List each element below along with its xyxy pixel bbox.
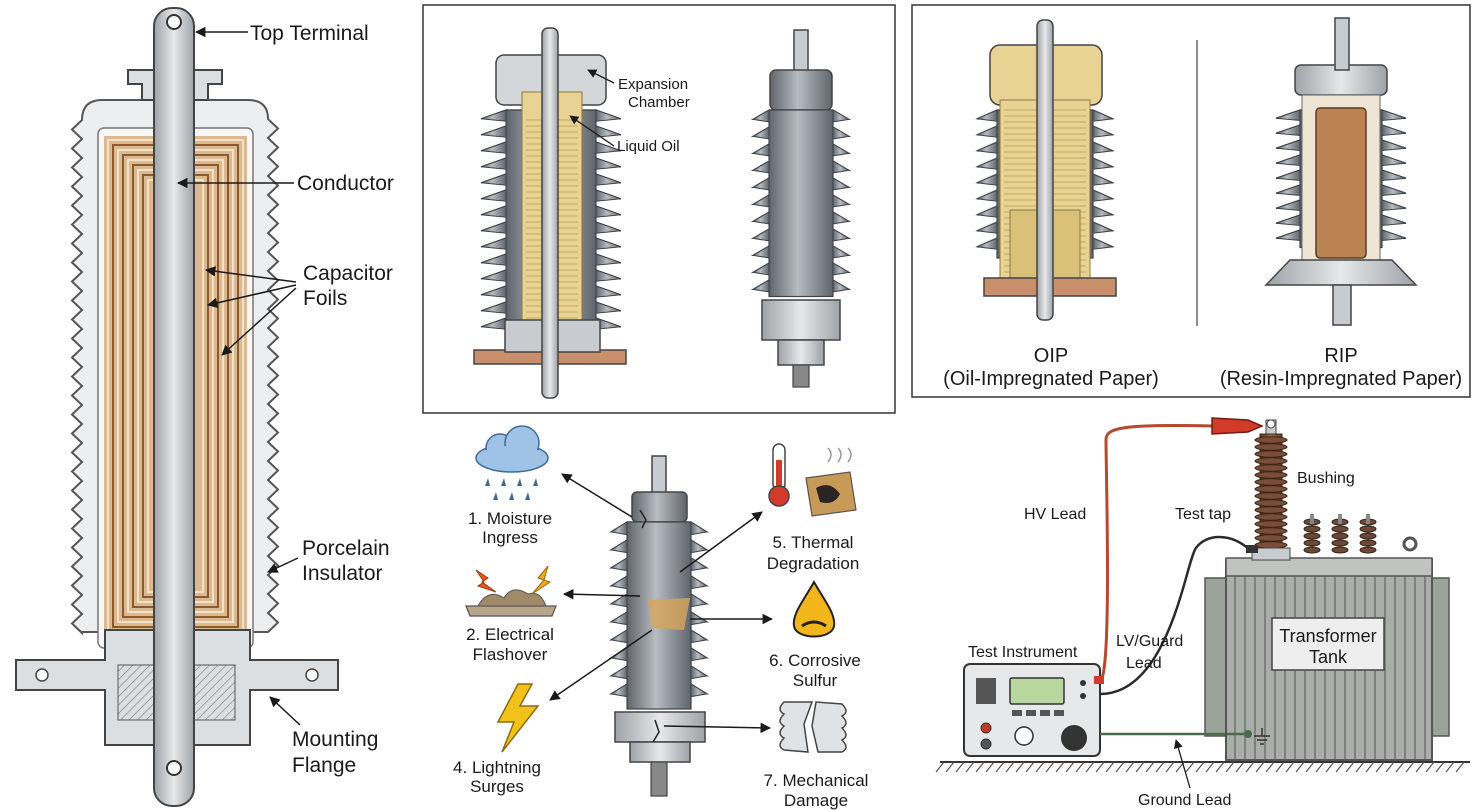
flashover-label-2: Flashover	[473, 645, 548, 664]
conductor-rod	[153, 7, 195, 807]
flashover-label-1: 2. Electrical	[466, 625, 554, 644]
ground-lead-terminal	[1244, 730, 1252, 738]
lv-guard-label-1: LV/Guard	[1116, 633, 1183, 650]
instrument-led-2	[1080, 693, 1086, 699]
bushing-label: Bushing	[1297, 470, 1355, 487]
lv-guard-label-2: Lead	[1126, 655, 1162, 672]
foil-arrow-3	[221, 287, 297, 356]
instrument-jack-red	[980, 722, 992, 734]
mechanical-arrow	[663, 722, 772, 734]
flange-arrow	[269, 696, 301, 726]
conductor-label: Conductor	[297, 172, 394, 195]
mechanical-label-1: 7. Mechanical	[764, 771, 869, 790]
thermal-label-2: Degradation	[767, 554, 860, 573]
moisture-label-2: Ingress	[482, 528, 538, 547]
liquid-oil-arrow	[569, 115, 615, 147]
flange-label-2: Flange	[292, 754, 356, 777]
instrument-key-2[interactable]	[1026, 710, 1036, 716]
tank-label-1: Transformer	[1279, 626, 1376, 646]
ground-hatch	[935, 761, 1465, 773]
instrument-jack-black	[980, 738, 992, 750]
oip-bushing	[975, 19, 1117, 321]
instrument-panel	[976, 678, 996, 704]
hv-lead-label: HV Lead	[1024, 506, 1086, 523]
lv-bushings	[1303, 514, 1377, 554]
instrument-key-3[interactable]	[1040, 710, 1050, 716]
test-instrument-label: Test Instrument	[968, 644, 1078, 661]
instrument-led-1	[1080, 680, 1086, 686]
porcelain-arrow	[267, 557, 299, 573]
failure-bushing	[608, 455, 710, 797]
lightning-icon	[496, 683, 540, 753]
thermal-label-1: 5. Thermal	[773, 533, 854, 552]
test-tap-label: Test tap	[1175, 506, 1231, 523]
flange-bolt-hole-left	[35, 668, 49, 682]
ground-symbol-icon	[1254, 728, 1270, 745]
oip-name: OIP	[1034, 345, 1068, 367]
lightning-arrow	[549, 629, 653, 701]
cracked-insulator-icon	[779, 701, 847, 753]
hv-bushing	[1251, 419, 1291, 561]
flange-bolt-hole-right	[305, 668, 319, 682]
thermometer-icon	[768, 443, 790, 507]
instrument-key-1[interactable]	[1012, 710, 1022, 716]
porcelain-label-1: Porcelain	[302, 537, 390, 560]
hv-lead-wire	[1098, 424, 1213, 682]
instrument-dial-large[interactable]	[1061, 725, 1087, 751]
moisture-arrow	[561, 473, 633, 518]
rain-cloud-icon	[475, 425, 549, 500]
capacitor-foils-label-1: Capacitor	[303, 262, 393, 285]
expansion-arrow	[587, 69, 615, 84]
lightning-label-1: 4. Lightning	[453, 758, 541, 777]
capacitor-foils-label-2: Foils	[303, 287, 347, 310]
flange-label-1: Mounting	[292, 728, 378, 751]
oip-full-name: (Oil-Impregnated Paper)	[943, 368, 1159, 390]
tank-label-2: Tank	[1309, 647, 1348, 667]
flashover-arrow	[562, 589, 641, 600]
tank-nameplate	[1271, 617, 1385, 671]
instrument-key-4[interactable]	[1054, 710, 1064, 716]
top-terminal-hole	[166, 14, 182, 30]
cross-section-diagram: Top Terminal Conductor Capacitor Foils P…	[15, 7, 394, 807]
top-terminal-label: Top Terminal	[250, 22, 369, 45]
expansion-label-2: Chamber	[628, 94, 690, 111]
liquid-oil-label: Liquid Oil	[617, 138, 680, 155]
moisture-label-1: 1. Moisture	[468, 509, 552, 528]
cutaway-rod	[541, 27, 559, 399]
sulfur-label-1: 6. Corrosive	[769, 651, 861, 670]
foil-arrow-1	[204, 266, 297, 283]
mechanical-label-2: Damage	[784, 791, 848, 810]
hv-lead-plug	[1094, 676, 1104, 684]
bottom-terminal-hole	[166, 760, 182, 776]
ground-lead-arrow	[1173, 739, 1191, 789]
rip-bushing	[1264, 17, 1418, 326]
tank-cover	[1225, 557, 1433, 577]
instrument-display	[1009, 677, 1065, 705]
foil-arrow-2	[206, 284, 297, 309]
sulfur-label-2: Sulfur	[793, 671, 838, 690]
oil-filled-bushing-section	[473, 27, 627, 399]
expansion-label-1: Expansion	[618, 76, 688, 93]
ground-lead-label: Ground Lead	[1138, 792, 1231, 809]
lv-guard-lead-wire	[1099, 535, 1251, 696]
thermal-arrow	[679, 511, 763, 573]
exterior-bushing	[750, 29, 852, 388]
lightning-label-2: Surges	[470, 777, 524, 796]
burnt-paper-icon	[805, 447, 857, 517]
instrument-dial-small[interactable]	[1014, 726, 1034, 746]
test-setup-diagram: Transformer Tank Test Instrument HV Lead…	[935, 417, 1470, 809]
test-tap-plug	[1246, 545, 1258, 553]
lifting-eye	[1402, 536, 1418, 552]
oil-drop-icon	[792, 579, 836, 638]
rip-name: RIP	[1324, 345, 1357, 367]
hv-clip	[1211, 417, 1264, 435]
rip-full-name: (Resin-Impregnated Paper)	[1220, 368, 1462, 390]
porcelain-label-2: Insulator	[302, 562, 383, 585]
flashover-icon	[465, 565, 557, 617]
